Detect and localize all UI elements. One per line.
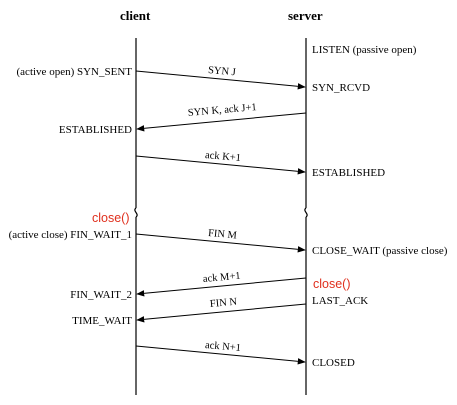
client-header: client	[120, 8, 151, 23]
server-state-last-ack: LAST_ACK	[312, 295, 369, 307]
server-state-syn-rcvd: SYN_RCVD	[312, 82, 371, 94]
fin-n-arrow	[136, 303, 307, 323]
syn-ack-arrow	[136, 112, 307, 132]
server-state-listen: LISTEN (passive open)	[312, 44, 417, 56]
fin-m-arrow	[135, 233, 306, 253]
client-state-fin-wait-2: FIN_WAIT_2	[70, 289, 132, 301]
ack-n-arrow	[135, 345, 306, 365]
server-state-close-wait: CLOSE_WAIT (passive close)	[312, 245, 448, 257]
client-close-call: close()	[92, 211, 130, 225]
server-state-established: ESTABLISHED	[312, 167, 386, 179]
server-lifeline-break	[304, 207, 308, 218]
fin-n-label: FIN N	[209, 296, 238, 310]
server-header: server	[288, 8, 323, 23]
client-state-established: ESTABLISHED	[58, 124, 132, 136]
fin-m-label: FIN M	[207, 228, 238, 242]
client-state-time-wait: TIME_WAIT	[72, 315, 132, 327]
ack-m-arrow	[136, 277, 307, 297]
ack-k-arrow	[135, 155, 306, 175]
client-lifeline-break	[134, 207, 138, 218]
syn-label: SYN J	[207, 65, 237, 79]
syn-arrow	[135, 70, 306, 90]
client-state-fin-wait-1: (active close) FIN_WAIT_1	[8, 229, 132, 241]
client-state-syn-sent: (active open) SYN_SENT	[16, 66, 132, 78]
server-state-closed: CLOSED	[312, 357, 355, 369]
server-close-call: close()	[313, 277, 351, 291]
